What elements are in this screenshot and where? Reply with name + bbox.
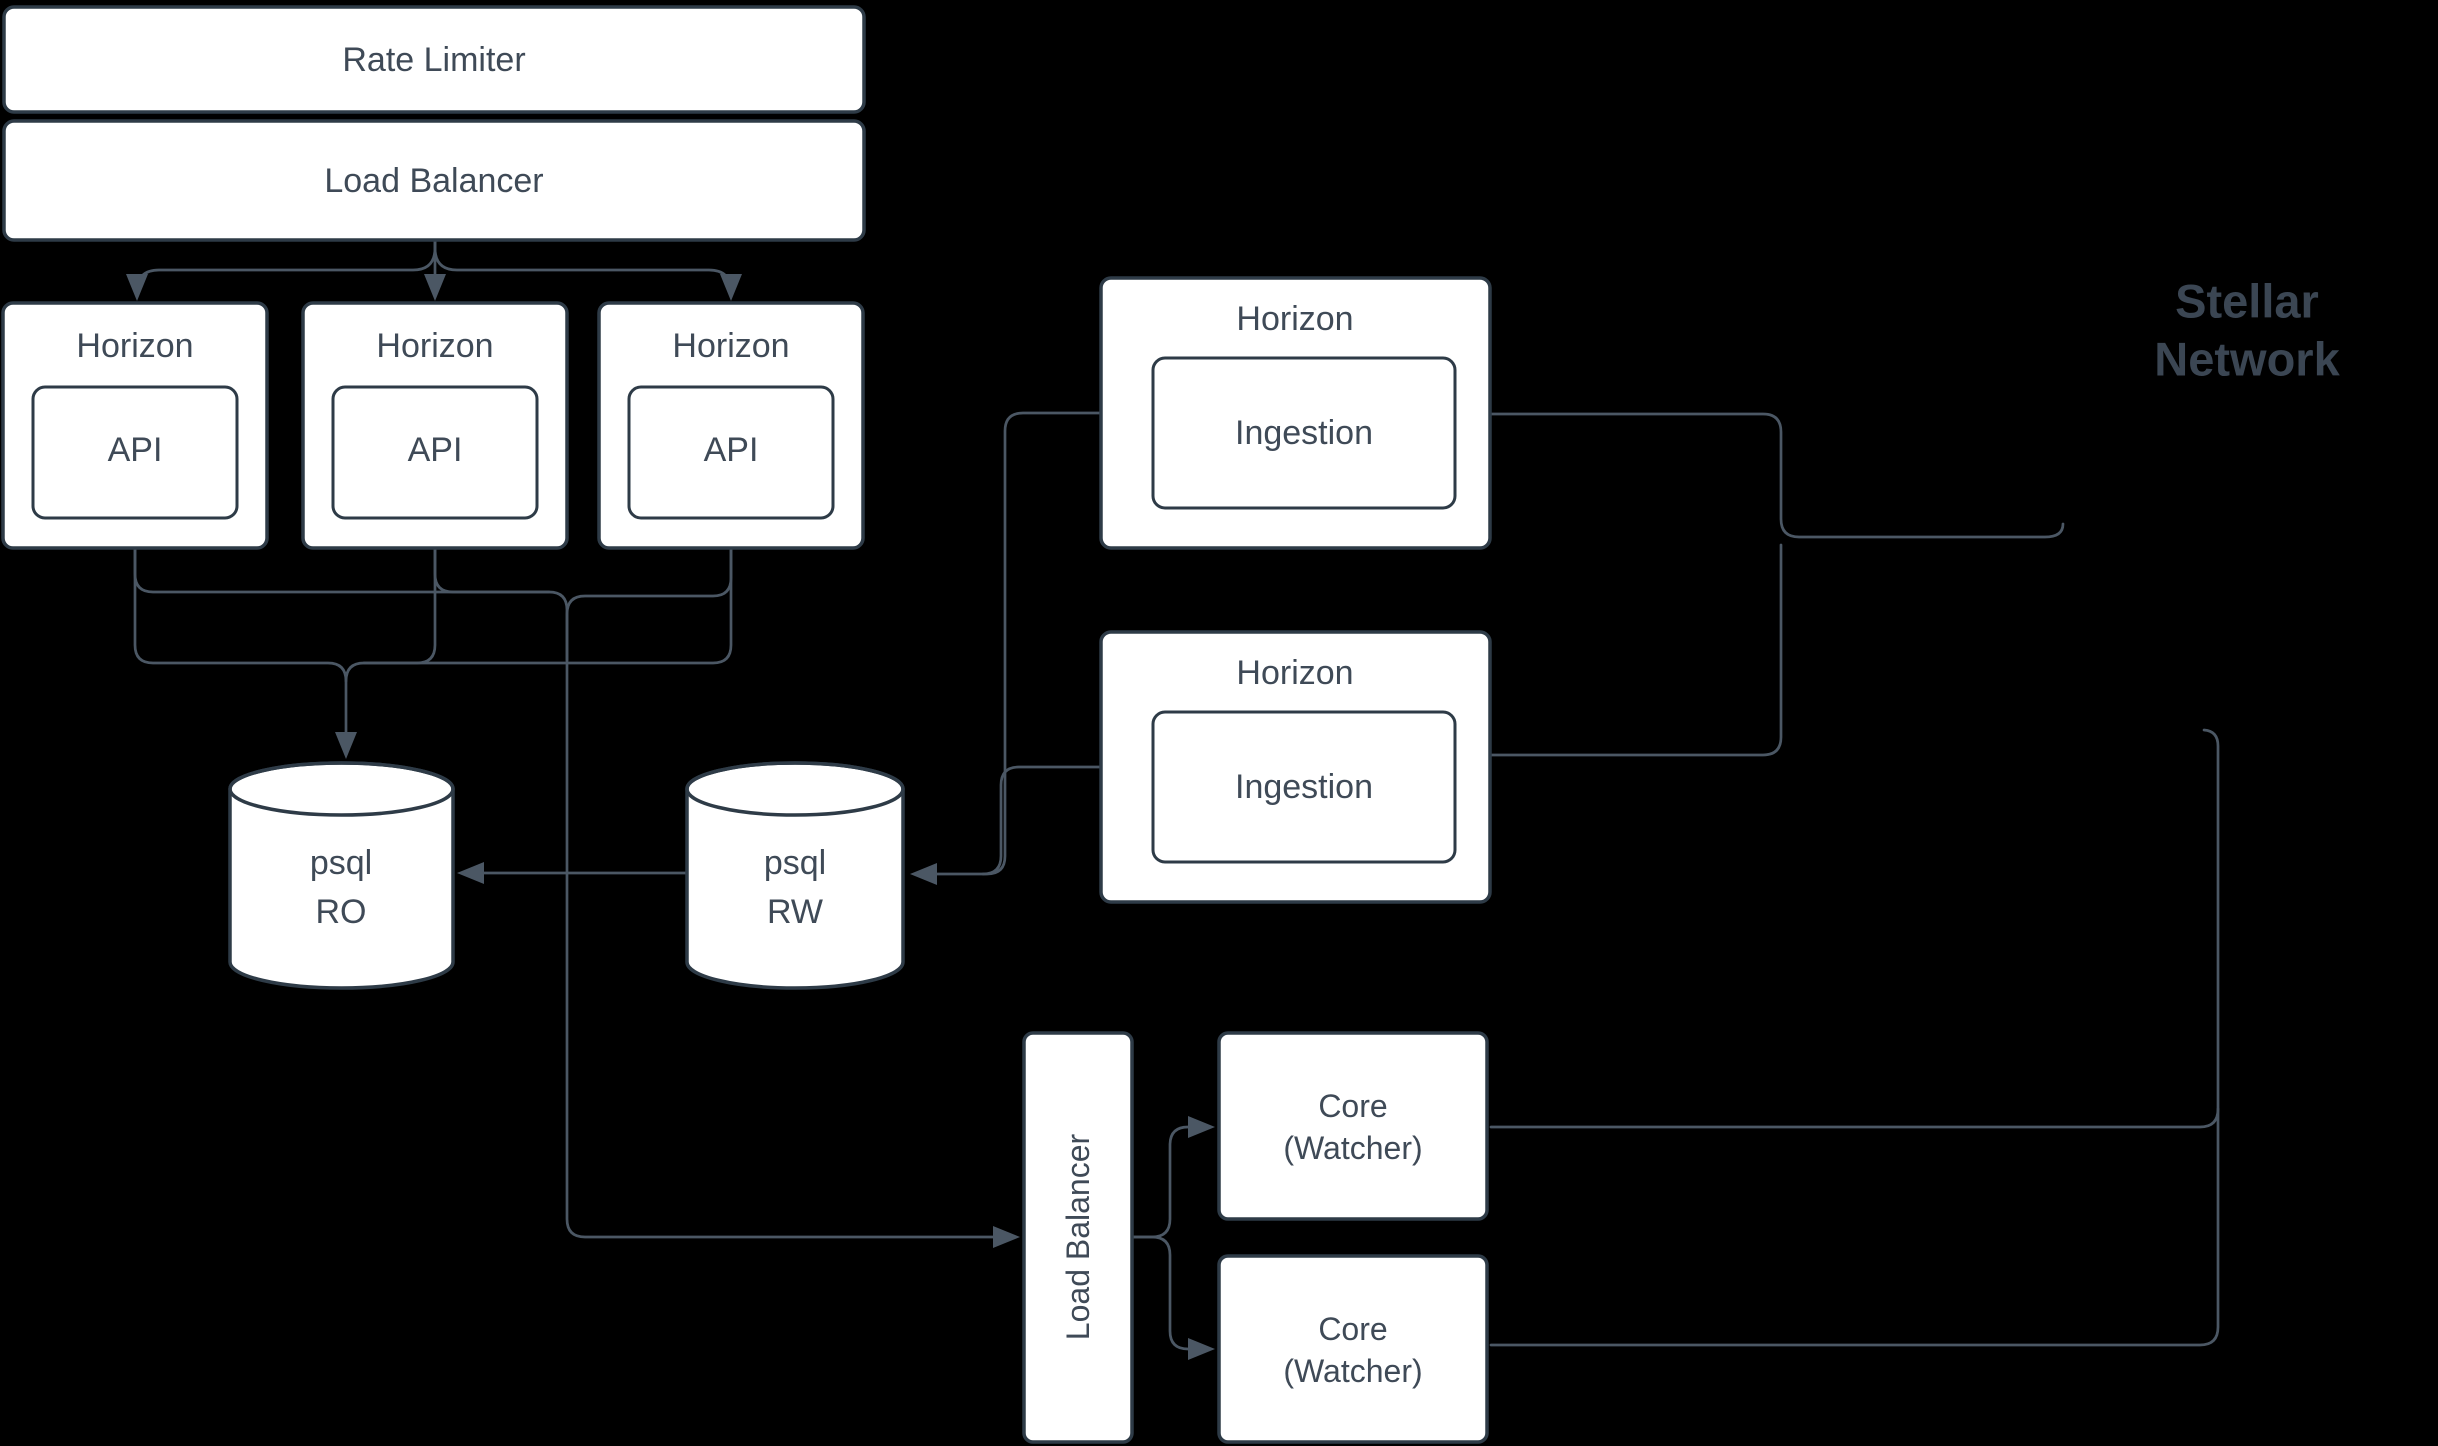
edge-api1-to-core-lb bbox=[133, 546, 997, 1239]
edge-api2-to-core-lb bbox=[433, 546, 551, 594]
load-balancer-top-label: Load Balancer bbox=[324, 162, 543, 200]
core-watcher-2-box bbox=[1217, 1254, 1489, 1444]
node-core-watcher-1: Core (Watcher) bbox=[1217, 1031, 1489, 1221]
node-horizon-api-1: Horizon API bbox=[1, 301, 269, 550]
horizon-ingestion-2-inner-box bbox=[1151, 710, 1457, 864]
horizon-api-1-inner-label: API bbox=[108, 431, 163, 469]
node-psql-rw: psql RW bbox=[685, 761, 905, 990]
node-core-watcher-2: Core (Watcher) bbox=[1217, 1254, 1489, 1444]
core-watcher-1-line2: (Watcher) bbox=[1283, 1130, 1422, 1166]
arrowhead-into-psql-rw bbox=[910, 863, 937, 885]
edge-lb-to-horizon-right bbox=[433, 238, 733, 294]
horizon-api-2-inner-label: API bbox=[408, 431, 463, 469]
edge-api3-to-psql-ro bbox=[362, 546, 733, 665]
psql-rw-label-line2: RW bbox=[767, 893, 823, 931]
node-stellar-network: Stellar Network bbox=[2154, 275, 2340, 386]
node-load-balancer-top: Load Balancer bbox=[2, 119, 866, 242]
node-horizon-api-2: Horizon API bbox=[301, 301, 569, 550]
edge-core1-to-stellar bbox=[1489, 1107, 2220, 1129]
psql-rw-cylinder-rim bbox=[685, 761, 905, 817]
node-horizon-api-3: Horizon API bbox=[597, 301, 865, 550]
edge-lb-to-horizon-left bbox=[135, 238, 437, 294]
arrowhead-into-core2 bbox=[1188, 1338, 1215, 1360]
rate-limiter-box bbox=[2, 5, 866, 114]
node-psql-ro: psql RO bbox=[228, 761, 455, 990]
edge-api3-to-core-lb bbox=[565, 546, 733, 662]
horizon-api-1-title: Horizon bbox=[76, 327, 193, 365]
core-watcher-1-box bbox=[1217, 1031, 1489, 1221]
arrowhead-into-core1 bbox=[1188, 1116, 1215, 1138]
psql-ro-label-line2: RO bbox=[316, 893, 367, 931]
horizon-ingestion-1-title: Horizon bbox=[1236, 300, 1353, 338]
node-load-balancer-core: Load Balancer bbox=[1022, 1031, 1134, 1444]
horizon-api-3-inner-box bbox=[627, 385, 835, 520]
arrowhead-into-horizon-1 bbox=[126, 274, 148, 301]
edge-ingestion1-to-stellar bbox=[1488, 412, 2065, 539]
stellar-network-line1: Stellar bbox=[2175, 275, 2319, 328]
horizon-ingestion-2-inner-label: Ingestion bbox=[1235, 768, 1373, 806]
horizon-api-2-title: Horizon bbox=[376, 327, 493, 365]
edges bbox=[126, 238, 2220, 1360]
edge-core-lb-to-core1 bbox=[1130, 1125, 1192, 1239]
node-horizon-ingestion-1: Horizon Ingestion bbox=[1099, 276, 1492, 550]
core-watcher-2-line1: Core bbox=[1318, 1311, 1387, 1347]
stellar-network-line2: Network bbox=[2154, 333, 2340, 386]
psql-ro-cylinder-rim bbox=[228, 761, 455, 817]
horizon-ingestion-1-inner-box bbox=[1151, 356, 1457, 510]
load-balancer-top-box bbox=[2, 119, 866, 242]
psql-rw-label-line1: psql bbox=[764, 844, 826, 882]
edge-core-lb-to-core2 bbox=[1130, 1235, 1192, 1351]
load-balancer-core-label: Load Balancer bbox=[1060, 1133, 1096, 1340]
arrowhead-into-horizon-2 bbox=[424, 274, 446, 301]
arrowhead-into-core-lb bbox=[993, 1226, 1020, 1248]
edge-ingestion1-to-psql-rw bbox=[934, 411, 1103, 876]
edge-core2-to-stellar bbox=[1489, 728, 2220, 1347]
horizon-ingestion-1-inner-label: Ingestion bbox=[1235, 414, 1373, 452]
horizon-ingestion-2-title: Horizon bbox=[1236, 654, 1353, 692]
horizon-api-2-inner-box bbox=[331, 385, 539, 520]
node-horizon-ingestion-2: Horizon Ingestion bbox=[1099, 630, 1492, 904]
load-balancer-core-box bbox=[1022, 1031, 1134, 1444]
edge-ingestion2-to-stellar bbox=[1488, 543, 1783, 757]
arrowhead-into-horizon-3 bbox=[720, 274, 742, 301]
arrowhead-into-psql-ro-side bbox=[457, 862, 484, 884]
arrowhead-into-psql-ro-top bbox=[335, 732, 357, 759]
horizon-api-3-inner-label: API bbox=[704, 431, 759, 469]
rate-limiter-label: Rate Limiter bbox=[342, 41, 525, 79]
horizon-api-3-title: Horizon bbox=[672, 327, 789, 365]
edge-api1-to-psql-ro bbox=[133, 546, 348, 736]
psql-ro-label-line1: psql bbox=[310, 844, 372, 882]
node-rate-limiter: Rate Limiter bbox=[2, 5, 866, 114]
core-watcher-2-line2: (Watcher) bbox=[1283, 1353, 1422, 1389]
edge-ingestion2-to-psql-rw bbox=[981, 765, 1103, 876]
horizon-api-1-inner-box bbox=[31, 385, 239, 520]
core-watcher-1-line1: Core bbox=[1318, 1088, 1387, 1124]
edge-api2-to-psql-ro bbox=[344, 546, 437, 683]
